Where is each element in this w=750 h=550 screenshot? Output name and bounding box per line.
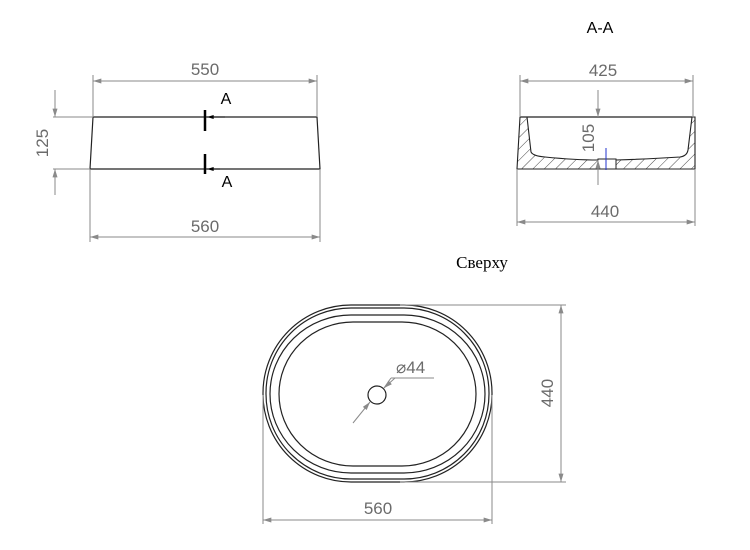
drain-hole bbox=[597, 158, 617, 170]
section-hatch bbox=[516, 116, 696, 170]
dimension-length: 560 bbox=[364, 499, 392, 518]
section-view: A-A 425 440 105 bbox=[516, 20, 696, 226]
dimension-width: 440 bbox=[538, 379, 557, 407]
dimension-bottom-width: 440 bbox=[591, 202, 619, 221]
drain-diameter: 44 bbox=[406, 358, 425, 377]
diameter-leader bbox=[352, 401, 371, 424]
bowl-inner bbox=[278, 321, 477, 467]
dimension-top-width: 425 bbox=[589, 61, 617, 80]
dimension-bottom-width: 560 bbox=[191, 217, 219, 236]
dimension-top-width: 550 bbox=[191, 60, 219, 79]
front-view: 550 560 125 A A bbox=[33, 60, 321, 242]
diameter-arrow bbox=[383, 377, 396, 389]
top-view-title: Сверху bbox=[456, 253, 508, 272]
section-title: A-A bbox=[587, 20, 614, 37]
diameter-symbol: ⌀ bbox=[396, 358, 406, 377]
rim-line bbox=[269, 314, 486, 474]
top-view: Сверху ⌀44 440 560 bbox=[262, 253, 566, 524]
rim-line bbox=[265, 307, 490, 480]
dimension-depth: 105 bbox=[579, 124, 598, 152]
drain-diameter-label: ⌀44 bbox=[396, 358, 425, 377]
outer-rim bbox=[262, 304, 493, 483]
dimension-height: 125 bbox=[33, 129, 52, 157]
section-label: A bbox=[222, 174, 233, 191]
drain-hole bbox=[367, 385, 387, 405]
section-label: A bbox=[221, 91, 232, 108]
